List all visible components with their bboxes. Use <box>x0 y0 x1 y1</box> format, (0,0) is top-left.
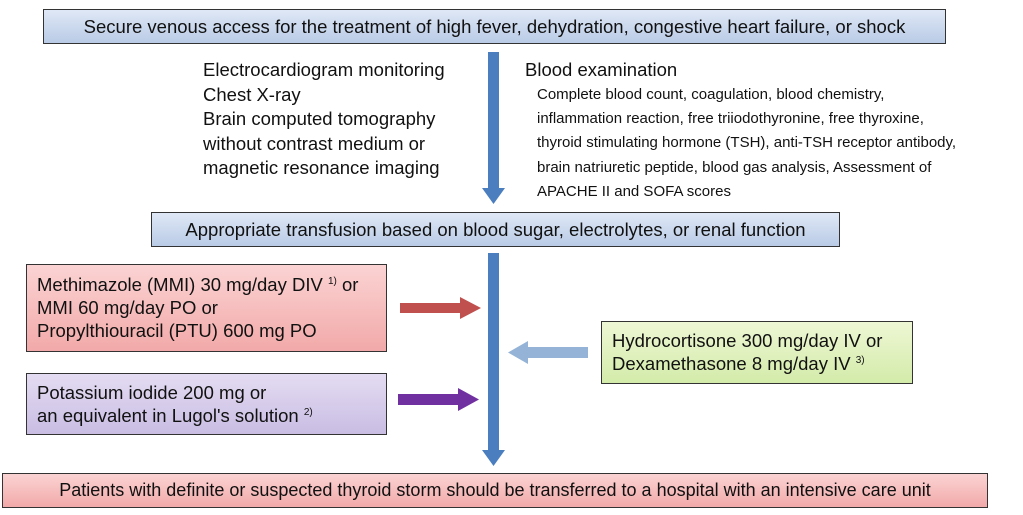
purple-arrow-shaft <box>398 394 458 405</box>
transfusion-text: Appropriate transfusion based on blood s… <box>185 219 806 240</box>
corticosteroid-box: Hydrocortisone 300 mg/day IV or Dexameth… <box>601 321 913 384</box>
footnote-2: 2) <box>303 407 313 418</box>
main-arrow-1-head <box>482 188 505 204</box>
purple-arrow-head <box>458 388 479 411</box>
blood-examination-item: inflammation reaction, free triiodothyro… <box>537 110 924 128</box>
main-arrow-2-head <box>482 450 505 466</box>
iodide-line-1: Potassium iodide 200 mg or <box>37 382 267 403</box>
antithyroid-line-1: Methimazole (MMI) 30 mg/day DIV 1) or <box>37 274 359 295</box>
monitoring-item: Electrocardiogram monitoring <box>203 59 445 80</box>
blood-examination-item: Complete blood count, coagulation, blood… <box>537 86 885 103</box>
main-arrow-1-shaft <box>488 52 499 188</box>
monitoring-item: Brain computed tomography <box>203 108 436 129</box>
transfusion-box: Appropriate transfusion based on blood s… <box>151 212 840 247</box>
main-arrow-2-shaft <box>488 253 499 450</box>
blood-examination-item: APACHE II and SOFA scores <box>537 182 731 200</box>
monitoring-item: Chest X-ray <box>203 83 301 105</box>
venous-access-text: Secure venous access for the treatment o… <box>83 16 906 37</box>
blood-examination-list: Complete blood count, coagulation, blood… <box>537 83 956 204</box>
footnote-1: 1) <box>327 276 337 287</box>
corticosteroid-line-1: Hydrocortisone 300 mg/day IV or <box>612 330 883 351</box>
red-arrow-head <box>460 297 481 319</box>
monitoring-item: without contrast medium or <box>203 132 426 154</box>
venous-access-box: Secure venous access for the treatment o… <box>43 9 946 44</box>
red-arrow-shaft <box>400 303 460 313</box>
light-blue-arrow-head <box>508 341 528 364</box>
monitoring-item: magnetic resonance imaging <box>203 157 440 178</box>
antithyroid-drug-box: Methimazole (MMI) 30 mg/day DIV 1) or MM… <box>26 264 387 352</box>
monitoring-list: Electrocardiogram monitoring Chest X-ray… <box>203 58 445 181</box>
corticosteroid-line-2: Dexamethasone 8 mg/day IV 3) <box>612 353 865 374</box>
antithyroid-line-2: MMI 60 mg/day PO or <box>37 297 218 318</box>
transfer-icu-box: Patients with definite or suspected thyr… <box>2 473 988 508</box>
transfer-icu-text: Patients with definite or suspected thyr… <box>59 480 931 500</box>
blood-examination-item: thyroid stimulating hormone (TSH), anti-… <box>537 134 957 152</box>
iodide-line-2: an equivalent in Lugol's solution 2) <box>37 405 313 426</box>
light-blue-arrow-shaft <box>528 347 588 358</box>
blood-examination-item: brain natriuretic peptide, blood gas ana… <box>537 158 932 176</box>
footnote-3: 3) <box>855 355 865 366</box>
iodide-box: Potassium iodide 200 mg or an equivalent… <box>26 373 387 435</box>
antithyroid-line-3: Propylthiouracil (PTU) 600 mg PO <box>37 320 317 341</box>
blood-examination-title: Blood examination <box>525 59 678 80</box>
